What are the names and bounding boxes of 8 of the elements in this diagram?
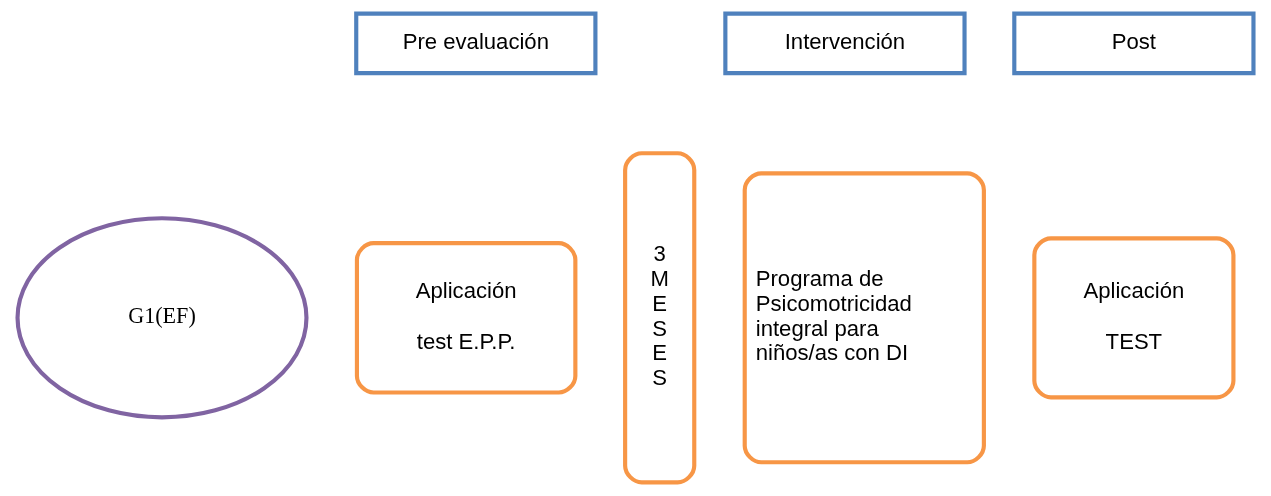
node-box: Intervención xyxy=(723,11,967,76)
node-box: Pre evaluación xyxy=(354,11,598,76)
node-box: Post xyxy=(1012,11,1256,76)
node-box: Aplicación TEST xyxy=(1032,236,1236,400)
node-box: Aplicación test E.P.P. xyxy=(354,241,578,395)
node-ellipse: G1(EF) xyxy=(15,216,309,420)
node-box: 3 M E S E S xyxy=(623,151,697,485)
node-box: Programa de Psicomotricidad integral para niños/as con DI xyxy=(742,171,986,465)
